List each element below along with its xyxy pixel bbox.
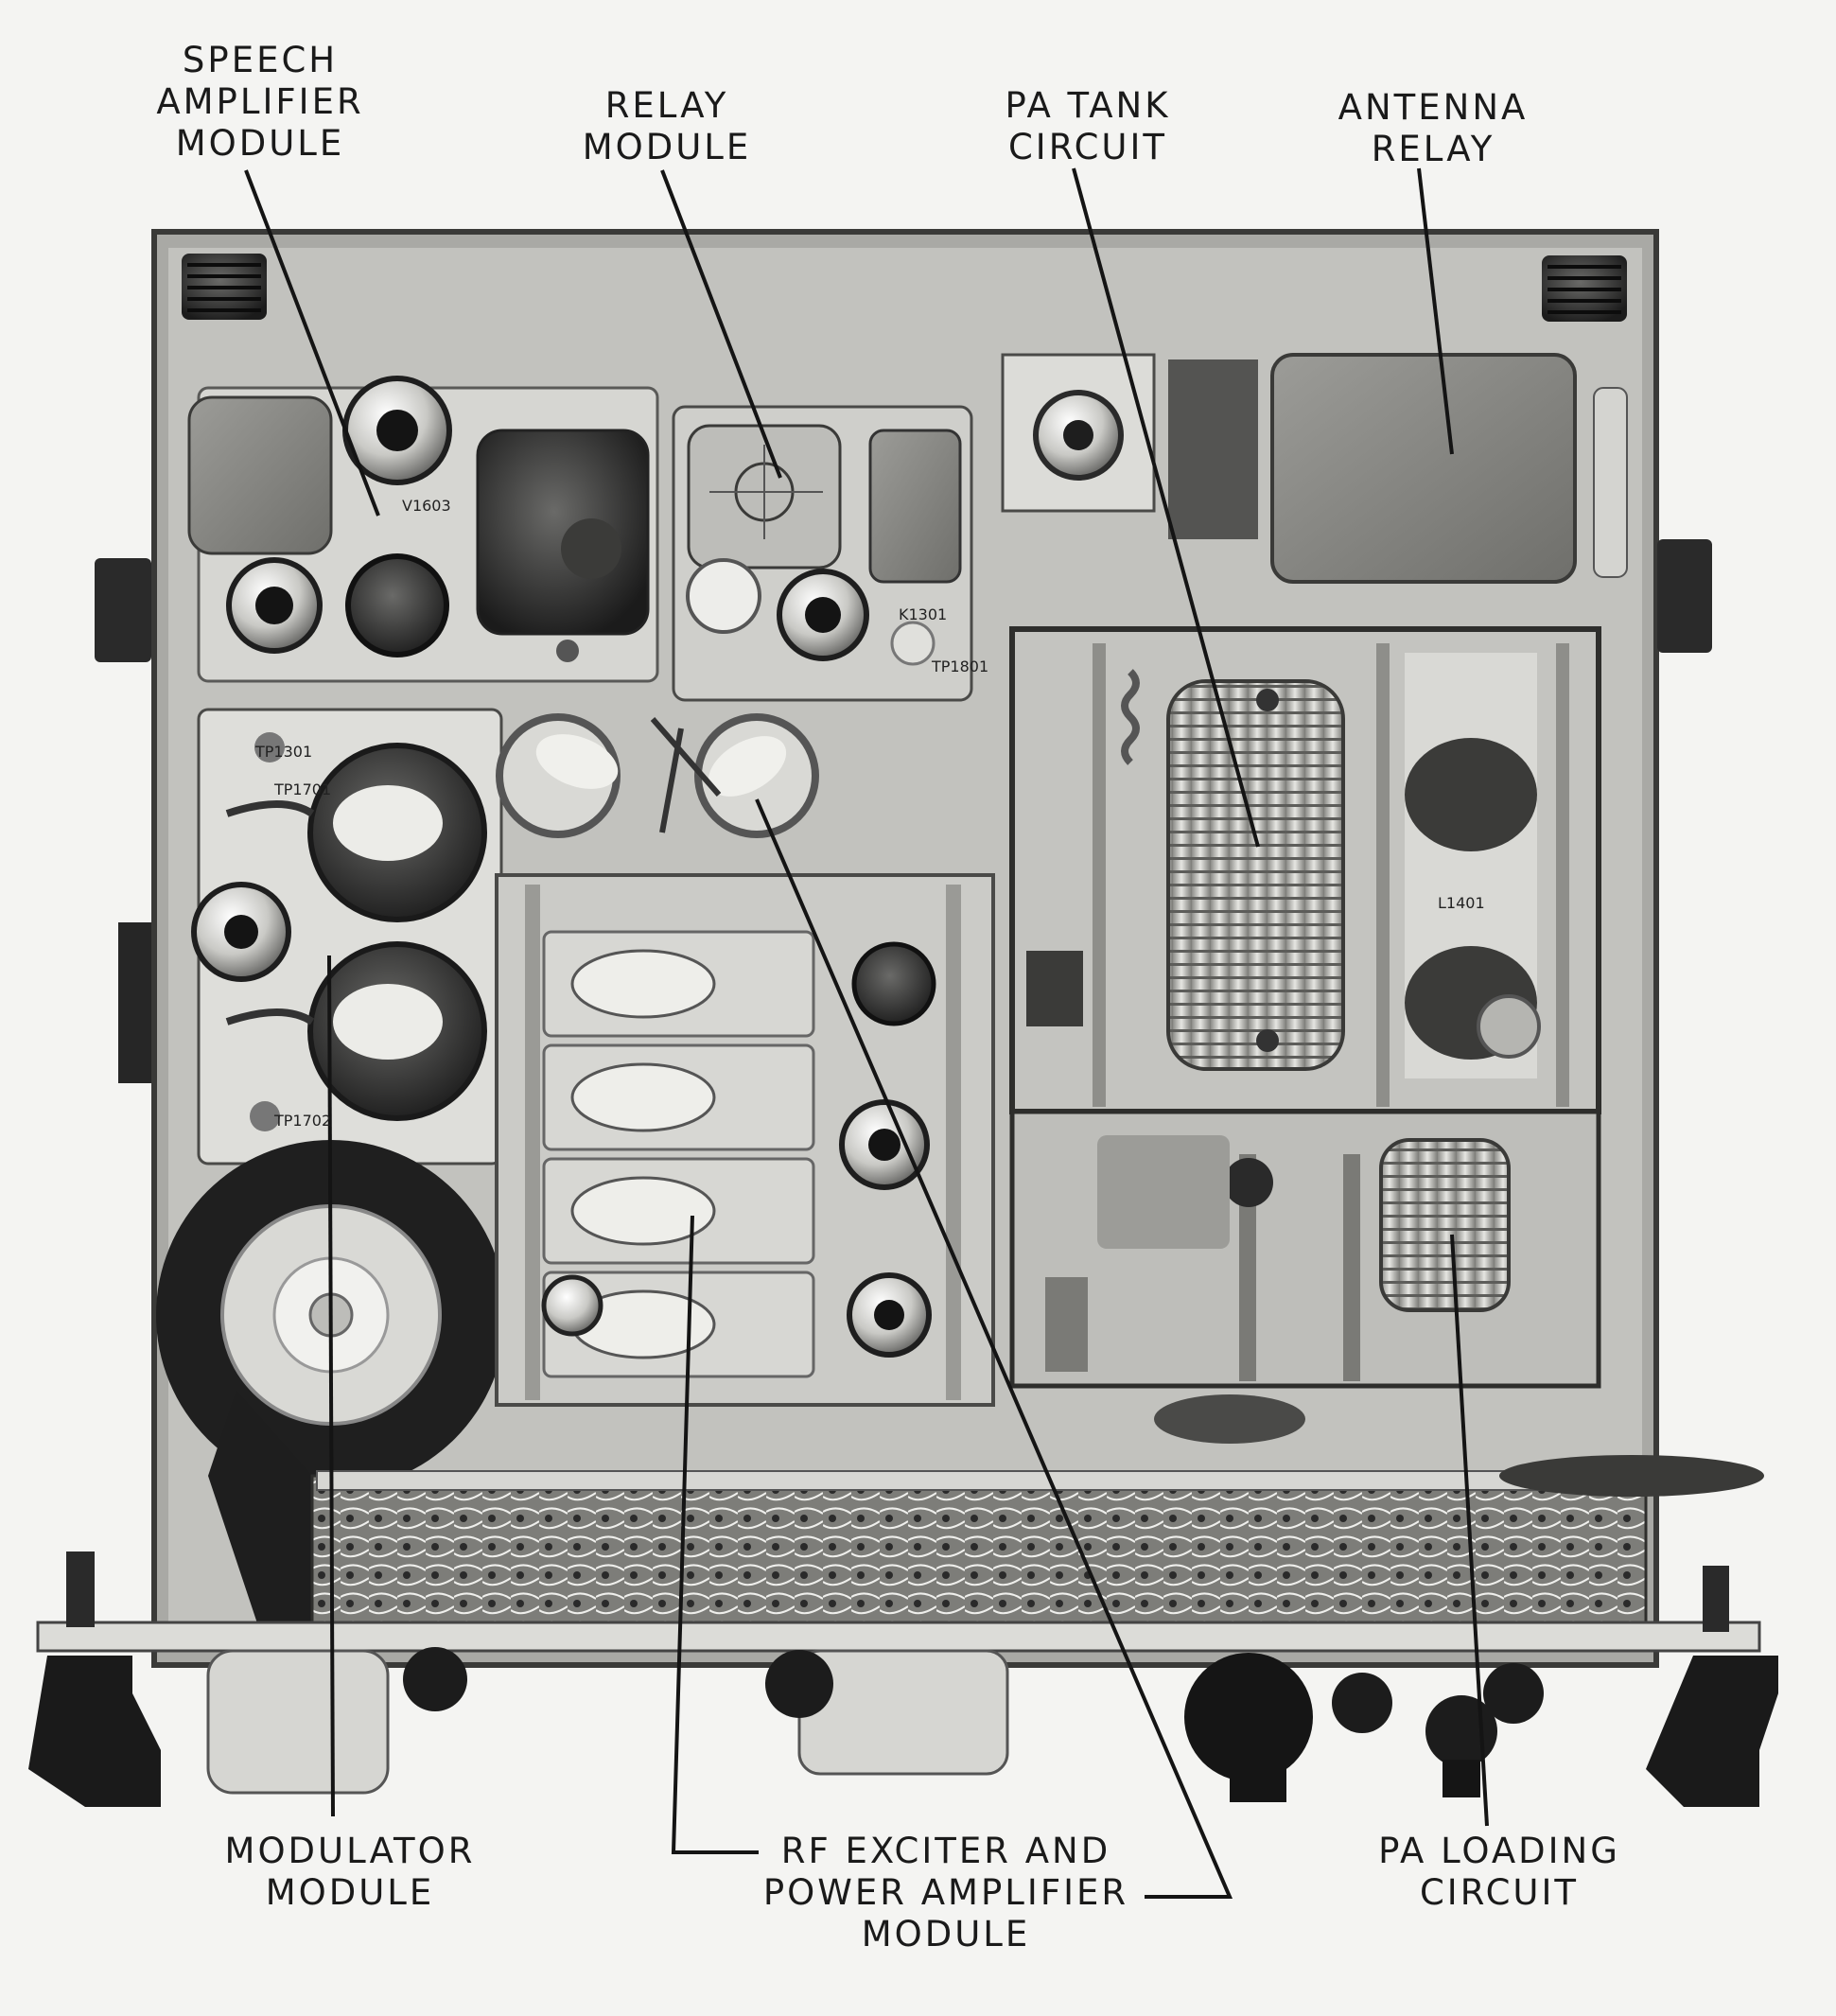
front-panel-edge: [36, 1621, 1761, 1653]
knob-icon: [403, 1647, 467, 1711]
relay-module: [672, 405, 973, 702]
leader-rf-exciter-pa: [755, 798, 1233, 1899]
left-side-latch: [95, 558, 151, 662]
right-handle: [1646, 1656, 1778, 1807]
label-pa-loading-circuit: PA LOADING CIRCUIT: [1378, 1831, 1620, 1913]
front-controls: [28, 1551, 1778, 1807]
speech-amplifier-module: [187, 376, 659, 683]
label-antenna-relay: ANTENNA RELAY: [1338, 87, 1529, 169]
label-pa-tank-circuit: PA TANK CIRCUIT: [1005, 85, 1171, 167]
leader-modulator: [327, 955, 335, 1817]
gear-icon: [1477, 994, 1541, 1059]
leader-pa-tank: [1072, 167, 1260, 848]
tube-socket-icon: [345, 553, 449, 657]
pa-tank-circuit: [1009, 626, 1601, 1114]
antenna-relay: [1001, 353, 1628, 584]
mark-tp1801: TP1801: [931, 657, 988, 675]
relay-k1301: [868, 429, 962, 584]
modulator-module: [191, 708, 503, 1166]
label-speech-amplifier-module: SPEECH AMPLIFIER MODULE: [156, 40, 364, 164]
rf-exciter-pa-module: [495, 713, 995, 1407]
transformer-can: [476, 429, 650, 636]
top-left-screw-icon: [182, 254, 267, 320]
top-right-screw-icon: [1542, 255, 1627, 322]
antenna-relay-cover: [1270, 353, 1577, 584]
knob-icon: [1483, 1663, 1544, 1724]
leader-lines: [244, 167, 1489, 1899]
transformer-can: [187, 395, 333, 555]
leader-speech-amplifier: [244, 169, 380, 517]
right-side-latch: [1657, 539, 1712, 653]
mark-v1603: V1603: [402, 497, 451, 515]
knob-icon: [1184, 1653, 1313, 1781]
tuning-capacitor-stack: [542, 930, 815, 1378]
mark-k1301: K1301: [899, 605, 947, 623]
tube-socket-icon: [851, 941, 936, 1026]
mark-l1401: L1401: [1438, 894, 1485, 912]
pa-tank-coil: [1166, 679, 1345, 1071]
knob-icon: [1332, 1673, 1392, 1733]
knob-icon: [765, 1650, 833, 1718]
mark-tp1701: TP1701: [273, 780, 331, 798]
inductor-l1401: [1405, 738, 1537, 851]
leader-relay-module: [660, 169, 782, 479]
leader-rf-exciter: [671, 1215, 759, 1854]
leader-antenna-relay: [1417, 167, 1454, 455]
label-rf-exciter-pa-module: RF EXCITER AND POWER AMPLIFIER MODULE: [762, 1831, 1129, 1955]
left-handle: [28, 1656, 161, 1807]
pa-loading-circuit: [1009, 1109, 1601, 1389]
front-panel-assembly: [36, 1394, 1764, 1653]
leader-pa-loading: [1450, 1234, 1489, 1827]
label-relay-module: RELAY MODULE: [582, 85, 752, 167]
mark-tp1702: TP1702: [273, 1112, 331, 1130]
label-modulator-module: MODULATOR MODULE: [224, 1831, 476, 1913]
pa-loading-coil: [1379, 1138, 1511, 1312]
left-side-connector: [118, 922, 151, 1083]
mark-tp1301: TP1301: [254, 743, 312, 761]
